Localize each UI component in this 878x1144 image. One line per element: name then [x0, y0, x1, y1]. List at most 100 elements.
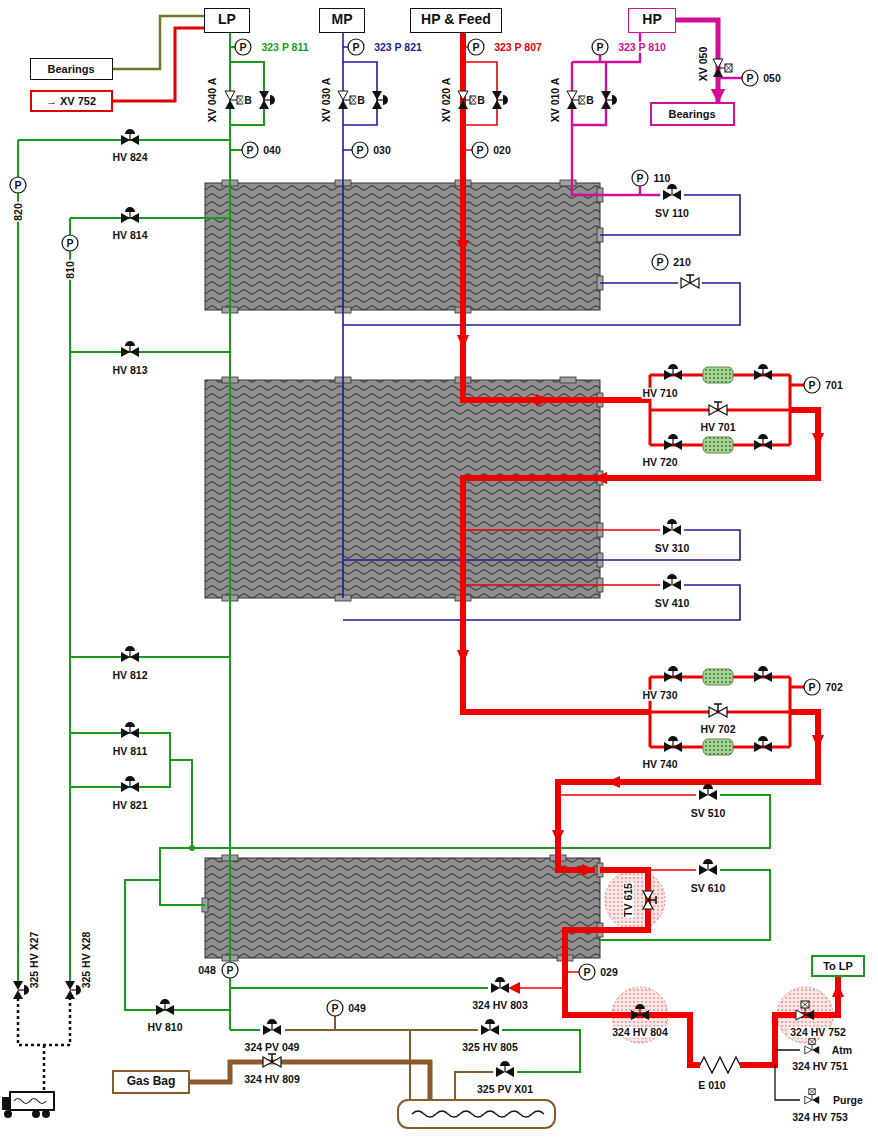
callout-number: HV 810	[146, 1022, 183, 1033]
callout-number: 323 P 811	[260, 42, 309, 53]
drawing-part	[703, 739, 733, 755]
callout-number: B	[585, 95, 595, 106]
drawing-part	[492, 91, 508, 109]
drawing-part	[805, 1039, 819, 1054]
callout-number: 050	[762, 73, 782, 84]
tag-number: 810	[65, 260, 76, 280]
drawing-part	[463, 47, 696, 988]
callout-number: 110	[653, 173, 672, 184]
drawing-part	[699, 784, 717, 800]
callout-number: B	[476, 95, 486, 106]
tag-number: 325 HV X28	[81, 931, 92, 990]
box-label: HP	[642, 12, 661, 27]
callout-number: P	[655, 257, 664, 268]
drawing-part	[703, 437, 733, 453]
callout-number: P	[351, 42, 360, 53]
box-label: Bearings	[47, 63, 94, 75]
drawing-part	[804, 679, 820, 695]
drawing-part	[205, 858, 600, 958]
drawing-part	[18, 998, 70, 1090]
callout-number: P	[635, 173, 644, 184]
drawing-part	[664, 364, 682, 380]
supply-box: → XV 752	[30, 90, 113, 112]
callout-number: 020	[492, 145, 512, 156]
callout-number: P	[225, 965, 234, 976]
tag-number: TV 615	[623, 882, 634, 918]
callout-number: 325 HV 805	[461, 1042, 518, 1053]
gas-bag-box: Gas Bag	[112, 1070, 190, 1094]
drawing-part	[742, 70, 758, 86]
drawing-part	[709, 402, 727, 415]
pipe-connector	[113, 28, 205, 101]
callout-number: P	[745, 73, 754, 84]
drawing-part	[32, 1110, 40, 1118]
drawing-part	[663, 519, 681, 535]
drawing-part	[643, 891, 656, 909]
callout-number: 323 P 810	[617, 42, 667, 53]
callout-number: 701	[824, 380, 844, 391]
drawing-part	[652, 254, 668, 270]
drawing-part	[190, 1062, 430, 1100]
box-label: LP	[218, 12, 236, 27]
box-label: Gas Bag	[127, 1075, 176, 1088]
box-label: → XV 752	[46, 95, 96, 107]
drawing-part	[13, 981, 29, 999]
drawing-part	[18, 33, 770, 1072]
stream-box: LP	[204, 8, 250, 33]
callout-number: P	[471, 42, 480, 53]
callout-number: HV 821	[111, 800, 148, 811]
drawing-part	[754, 364, 772, 380]
box-label: Bearings	[668, 108, 715, 120]
drawing-part	[754, 666, 772, 682]
callout-number: SV 410	[654, 598, 690, 609]
tag-number: XV 050	[698, 46, 709, 82]
valve-symbol	[13, 59, 819, 1104]
tag-number: 325 HV X27	[29, 931, 40, 990]
callout-number: 324 HV 753	[791, 1112, 848, 1123]
drawing-part	[664, 434, 682, 450]
callout-number: P	[65, 238, 74, 249]
stream-box: HP & Feed	[410, 8, 502, 33]
tag-number: 820	[13, 202, 24, 222]
vent-line	[700, 1050, 800, 1100]
supply-box: Bearings	[30, 58, 113, 80]
drawing-part	[348, 39, 364, 55]
drawing-part	[703, 669, 733, 685]
drawing-part	[263, 1054, 281, 1067]
drawing-part	[327, 1000, 343, 1016]
drawing-part	[579, 964, 595, 980]
callout-number: 324 HV 804	[611, 1027, 668, 1038]
drawing-part	[592, 39, 608, 55]
callout-number: HV 701	[699, 422, 736, 433]
drawing-part	[663, 184, 681, 200]
callout-number: 324 HV 809	[243, 1074, 300, 1085]
drawing-part	[205, 183, 600, 310]
drawing-part	[2, 1097, 11, 1110]
drawing-part	[189, 845, 195, 851]
tag-number: XV 040 A	[207, 77, 218, 124]
drawing-part	[468, 39, 484, 55]
drawing-part	[10, 177, 26, 193]
callout-number: HV 813	[111, 365, 148, 376]
drawing-part	[121, 776, 139, 792]
drawing-part	[632, 170, 648, 186]
drawing-part	[398, 1100, 555, 1128]
drawing-part	[700, 1050, 800, 1100]
truck-dotted-line	[18, 998, 70, 1090]
callout-number: 029	[599, 967, 619, 978]
drawing-part	[481, 1019, 499, 1035]
callout-number: 323 P 821	[373, 42, 423, 53]
drawing-part	[121, 207, 139, 223]
destination-box: To LP	[811, 955, 865, 977]
drawing-part	[709, 704, 727, 717]
callout-number: P	[595, 42, 604, 53]
callout-number: P	[807, 682, 816, 693]
callout-number: 040	[262, 145, 282, 156]
drawing-part	[263, 1019, 281, 1035]
callout-number: SV 310	[654, 543, 690, 554]
box-label: HP & Feed	[421, 12, 491, 27]
callout-number: P	[13, 180, 22, 191]
drawing-part	[804, 377, 820, 393]
